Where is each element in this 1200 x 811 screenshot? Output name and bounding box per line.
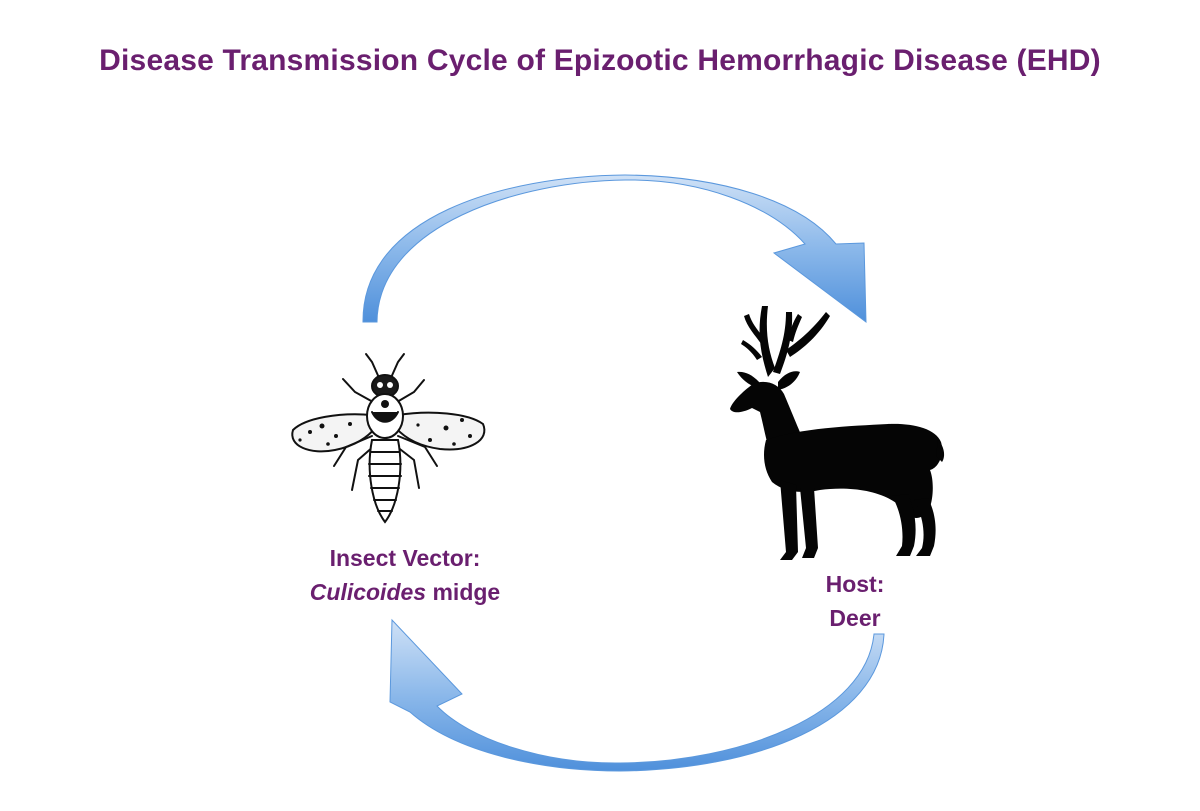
midge-icon [291,353,486,524]
bottom-curved-arrow [389,618,885,772]
vector-label-line2: Culicoides midge [280,575,530,609]
top-curved-arrow [362,174,867,324]
host-label: Host: Deer [790,567,920,635]
vector-common-name: midge [426,579,501,605]
host-label-line2: Deer [829,605,881,631]
deer-icon [730,306,945,560]
diagram-title: Disease Transmission Cycle of Epizootic … [99,44,1101,77]
vector-label: Insect Vector: Culicoides midge [280,541,530,609]
host-label-line1: Host: [825,571,885,597]
vector-genus: Culicoides [309,579,427,605]
vector-label-line1: Insect Vector: [329,545,481,571]
